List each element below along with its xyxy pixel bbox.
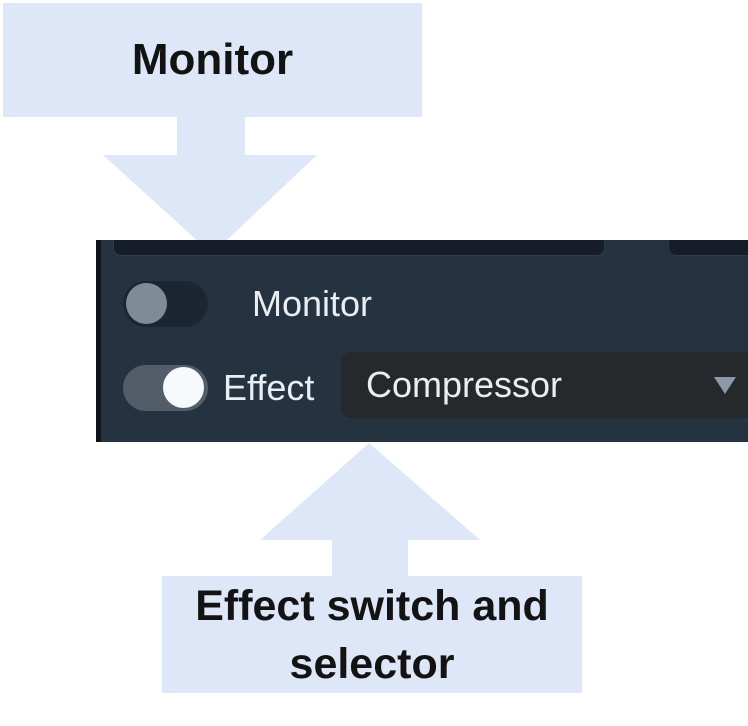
effect-toggle-knob: [163, 367, 204, 408]
callout-effect-line2: selector: [289, 639, 455, 688]
audio-panel: Monitor Effect Compressor: [96, 240, 748, 442]
callout-monitor: Monitor: [3, 3, 422, 117]
arrow-down-icon: [103, 117, 317, 254]
effect-toggle[interactable]: [123, 365, 208, 411]
callout-monitor-label: Monitor: [131, 35, 294, 84]
arrow-up-icon: [260, 443, 480, 576]
effect-selector[interactable]: Compressor: [341, 352, 748, 418]
cropped-control-right[interactable]: [668, 240, 748, 256]
callout-effect-line1: Effect switch and: [195, 581, 549, 630]
cropped-control-left[interactable]: [113, 240, 605, 256]
monitor-toggle-knob: [126, 283, 167, 324]
effect-selector-value: Compressor: [366, 364, 563, 405]
effect-row: Effect: [123, 365, 314, 411]
callout-effect: Effect switch and selector: [162, 576, 582, 693]
monitor-toggle[interactable]: [123, 281, 208, 327]
dropdown-arrow-icon: [714, 377, 736, 394]
monitor-label: Monitor: [252, 283, 373, 324]
effect-label: Effect: [223, 367, 315, 408]
monitor-row: Monitor: [123, 281, 372, 327]
